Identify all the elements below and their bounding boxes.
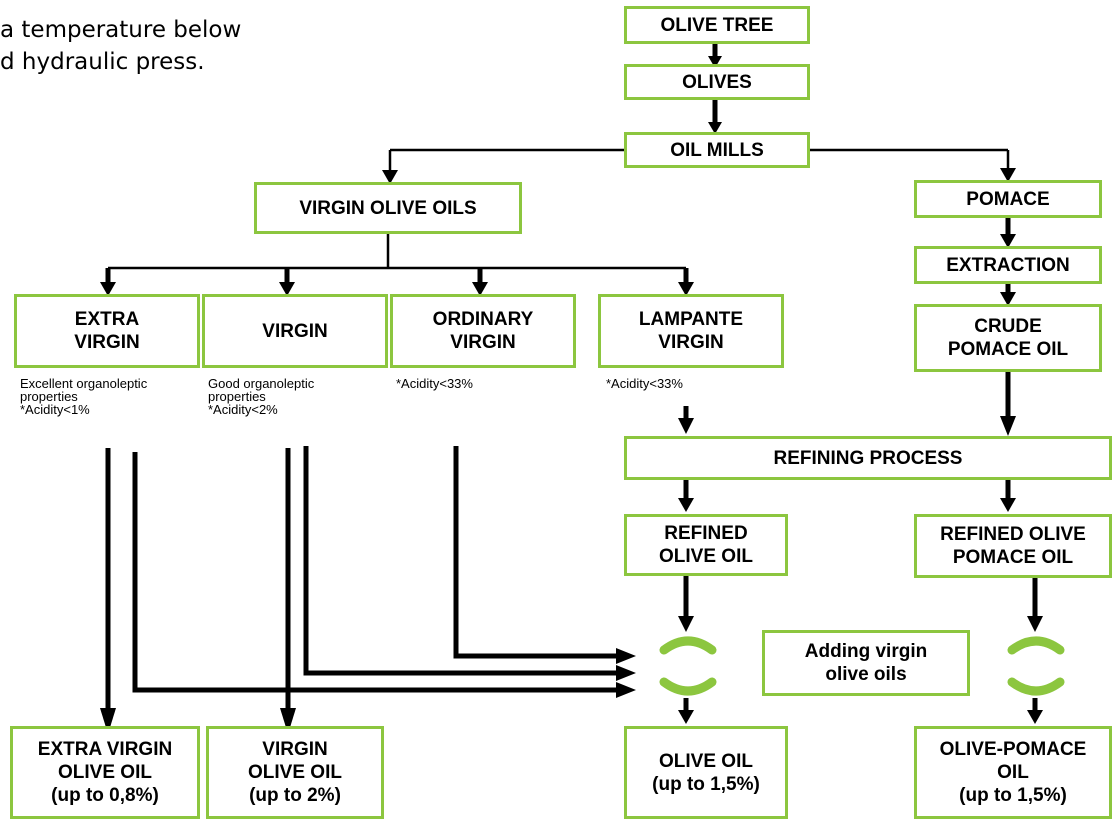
arrow-icon: [678, 616, 694, 632]
arrow-icon: [279, 282, 295, 296]
extra-virgin-box: EXTRA VIRGIN: [14, 294, 200, 368]
thick-connectors: [105, 42, 1038, 712]
pomace-box: POMACE: [914, 180, 1102, 218]
arrow-icon: [678, 710, 694, 724]
arrow-icon: [616, 665, 636, 681]
lampante-virgin-box: LAMPANTE VIRGIN: [598, 294, 784, 368]
olive-pomace-oil-box: OLIVE-POMACE OIL (up to 1,5%): [914, 726, 1112, 819]
olive-tree-box: OLIVE TREE: [624, 6, 810, 44]
arrow-icon: [472, 282, 488, 296]
arrow-icon: [1000, 234, 1016, 248]
ordinary-virgin-box: ORDINARY VIRGIN: [390, 294, 576, 368]
arrow-icon: [382, 170, 398, 184]
mixing-circle-icon: [1007, 636, 1065, 696]
mixing-symbols: [659, 636, 1065, 696]
arrow-icon: [1000, 416, 1016, 436]
arrow-icon: [1027, 710, 1043, 724]
virgin-olive-oil-box: VIRGIN OLIVE OIL (up to 2%): [206, 726, 384, 819]
arrow-icon: [678, 498, 694, 512]
virgin-olive-oils-box: VIRGIN OLIVE OILS: [254, 182, 522, 234]
ordinary-virgin-note: *Acidity<33%: [396, 376, 473, 391]
extra-virgin-note: Excellent organoleptic properties *Acidi…: [20, 376, 148, 417]
arrow-icon: [1027, 616, 1043, 632]
arrow-icon: [1000, 292, 1016, 306]
refined-olive-oil-box: REFINED OLIVE OIL: [624, 514, 788, 576]
arrow-icon: [678, 418, 694, 434]
refining-process-box: REFINING PROCESS: [624, 436, 1112, 480]
extra-virgin-to-blend-line: [132, 452, 618, 693]
olives-box: OLIVES: [624, 64, 810, 100]
arrow-icon: [280, 708, 296, 734]
crude-pomace-oil-box: CRUDE POMACE OIL: [914, 304, 1102, 372]
arrow-icon: [1000, 498, 1016, 512]
lampante-virgin-note: *Acidity<33%: [606, 376, 683, 391]
oil-mills-box: OIL MILLS: [624, 132, 810, 168]
intro-text: a temperature below d hydraulic press.: [0, 17, 242, 75]
olive-oil-box: OLIVE OIL (up to 1,5%): [624, 726, 788, 819]
virgin-box: VIRGIN: [202, 294, 388, 368]
arrow-icon: [100, 282, 116, 296]
arrow-icon: [708, 122, 722, 134]
arrow-icon: [616, 682, 636, 698]
extra-virgin-olive-oil-box: EXTRA VIRGIN OLIVE OIL (up to 0,8%): [10, 726, 200, 819]
mixing-circle-icon: [659, 636, 717, 696]
arrow-icon: [616, 648, 636, 664]
arrow-icon: [100, 708, 116, 734]
adding-virgin-olive-oils-box: Adding virgin olive oils: [762, 630, 970, 696]
virgin-to-blend-line: [303, 446, 618, 676]
ordinary-to-blend-line: [453, 446, 618, 659]
extraction-box: EXTRACTION: [914, 246, 1102, 284]
connector-lines: [108, 148, 1010, 270]
virgin-note: Good organoleptic properties *Acidity<2%: [208, 376, 315, 417]
arrow-icon: [708, 56, 722, 68]
arrow-icon: [678, 282, 694, 296]
refined-olive-pomace-oil-box: REFINED OLIVE POMACE OIL: [914, 514, 1112, 578]
arrowheads: [100, 56, 1043, 734]
arrow-icon: [1000, 168, 1016, 182]
